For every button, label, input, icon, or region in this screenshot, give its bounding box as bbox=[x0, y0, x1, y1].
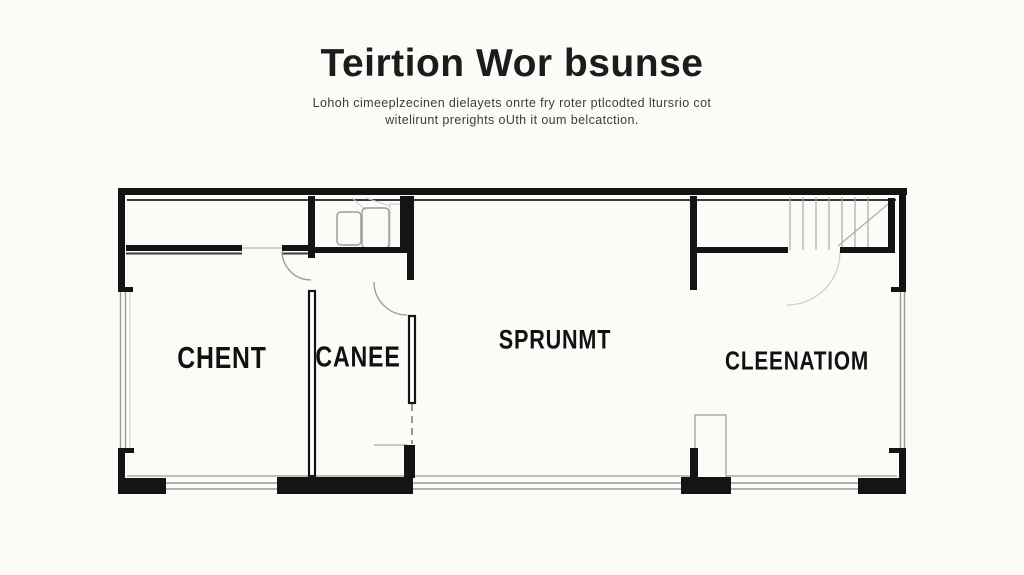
window-walls bbox=[119, 292, 906, 490]
plan-header: Teirtion Wor bsunse Lohoh cimeeplzecinen… bbox=[0, 0, 1024, 129]
room-label-chent: CHENT bbox=[177, 340, 267, 375]
wall-chent-canee bbox=[307, 289, 317, 478]
door-arc-chent bbox=[281, 250, 312, 281]
staircase-icon bbox=[789, 197, 894, 250]
room-label-cleenatiom: CLEENATIOM bbox=[725, 345, 869, 376]
room-label-canee: CANEE bbox=[315, 341, 401, 374]
walls bbox=[118, 188, 907, 494]
door-arc-stairs bbox=[786, 251, 841, 306]
room-label-sprunmt: SPRUNMT bbox=[498, 324, 612, 355]
double-line-walls bbox=[307, 289, 417, 478]
plan-title: Teirtion Wor bsunse bbox=[320, 42, 704, 85]
open-door-leaf bbox=[694, 414, 727, 479]
plan-subtitle-line1: Lohoh cimeeplzecinen dielayets onrte fry… bbox=[312, 96, 712, 110]
plan-subtitle-line2: witelirunt prerights oUth it oum belcatc… bbox=[385, 113, 639, 127]
wall-canee-sprunmt bbox=[407, 314, 417, 405]
door-arc-canee bbox=[373, 281, 408, 316]
stair-direction-line bbox=[837, 199, 894, 247]
toilet-fixtures-icon bbox=[336, 197, 407, 250]
door-swing-arcs bbox=[242, 247, 841, 479]
